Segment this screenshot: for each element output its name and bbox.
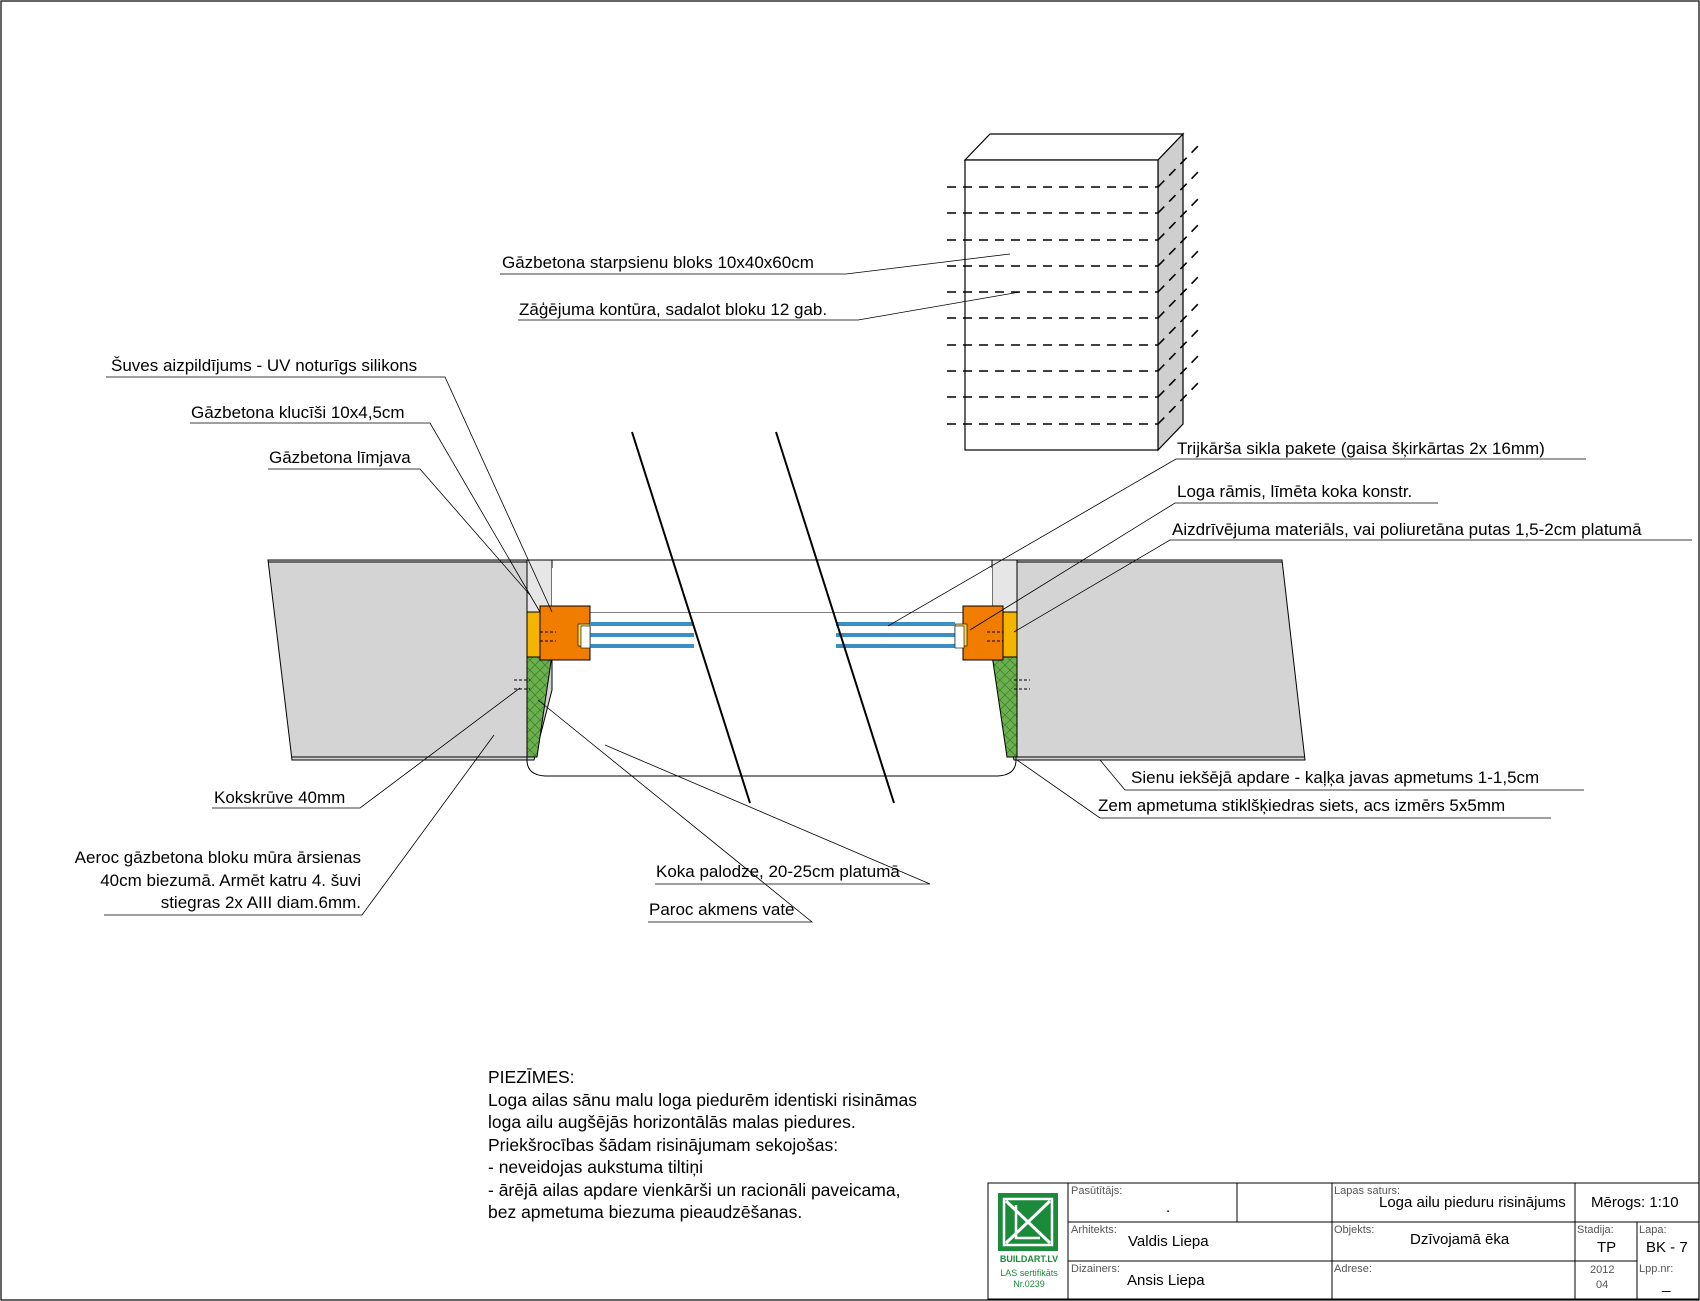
blocklet-left <box>526 611 541 658</box>
triple-glass-left <box>580 622 694 649</box>
callout-triple-glass: Trijkārša sikla pakete (gaisa šķirkārtas… <box>1177 439 1545 458</box>
callout-block: Gāzbetona starpsienu bloks 10x40x60cm <box>502 253 814 272</box>
right-reveal-plaster <box>991 559 1018 613</box>
callout-joint-fill: Šuves aizpildījums - UV noturīgs silikon… <box>111 356 418 375</box>
stage-value: TP <box>1597 1239 1617 1256</box>
triple-glass-right <box>836 622 965 649</box>
architect-value: Valdis Liepa <box>1128 1233 1209 1250</box>
object-caption: Objekts: <box>1334 1224 1375 1236</box>
notes-line: Priekšrocības šādam risinājumam sekojoša… <box>488 1134 839 1155</box>
pages-value: _ <box>1662 1276 1671 1293</box>
notes-line: - neveidojas aukstuma tiltiņi <box>488 1157 703 1177</box>
callout-window-frame: Loga rāmis, līmēta koka konstr. <box>1177 482 1413 501</box>
callout-adhesive: Gāzbetona līmjava <box>269 448 411 467</box>
callout-mesh: Zem apmetuma stiklšķiedras siets, acs iz… <box>1098 796 1506 815</box>
client-caption: Pasūtītājs: <box>1071 1185 1123 1197</box>
sheet-caption: Lapa: <box>1639 1224 1667 1236</box>
designer-caption: Dizainers: <box>1071 1263 1120 1275</box>
scale-label: Mērogs: 1:10 <box>1591 1194 1679 1211</box>
blocklet-right <box>1002 611 1018 658</box>
leader-lines <box>104 253 1692 923</box>
stage-caption: Stadija: <box>1577 1224 1614 1236</box>
logo-name: BUILDART.LV <box>999 1254 1059 1264</box>
left-wall <box>267 559 553 761</box>
architect-caption: Arhitekts: <box>1071 1224 1117 1236</box>
callout-blocklets: Gāzbetona klucīši 10x4,5cm <box>191 403 405 422</box>
screws <box>514 631 1030 690</box>
notes-line: - ārējā ailas apdare vienkārši un racion… <box>488 1179 901 1200</box>
notes-block: PIEZĪMES: Loga ailas sānu malu loga pied… <box>488 1066 917 1224</box>
notes-heading: PIEZĪMES: <box>488 1067 575 1087</box>
sheet-value: BK - 7 <box>1646 1239 1688 1256</box>
callout-windowsill: Koka palodze, 20-25cm platumā <box>656 862 900 881</box>
address-caption: Adrese: <box>1334 1263 1372 1275</box>
month-value: 04 <box>1596 1279 1609 1291</box>
certificate-label: LAS sertifikāts Nr.0239 <box>990 1268 1068 1290</box>
callout-sealing: Aizdrīvējuma materiāls, vai poliuretāna … <box>1172 520 1642 539</box>
window-frame-left <box>539 605 591 661</box>
window-frame-right <box>962 605 1004 661</box>
notes-line: loga ailu augšējās horizontālās malas pi… <box>488 1112 856 1132</box>
callout-cut-contour: Zāģējuma kontūra, sadalot bloku 12 gab. <box>519 300 828 319</box>
object-value: Dzīvojamā ēka <box>1410 1231 1510 1248</box>
buildart-logo-icon <box>998 1193 1058 1251</box>
right-wall <box>991 559 1306 761</box>
aerated-block-3d <box>947 132 1203 452</box>
year-value: 2012 <box>1590 1264 1615 1276</box>
title-block <box>987 1182 1700 1300</box>
callout-wall-line1: Aeroc gāzbetona bloku mūra ārsienas <box>74 848 361 867</box>
client-value: . <box>1166 1199 1171 1216</box>
certificate-number: Nr.0239 <box>1013 1279 1045 1289</box>
content-caption: Lapas saturs: <box>1334 1185 1401 1197</box>
wool-right <box>991 654 1018 758</box>
cut-lines <box>947 141 1203 425</box>
content-value: Loga ailu pieduru risinājums <box>1379 1194 1566 1211</box>
callout-interior-finish: Sienu iekšējā apdare - kaļķa javas apmet… <box>1131 768 1540 787</box>
callout-wood-screw: Kokskrūve 40mm <box>214 788 346 807</box>
notes-line: Loga ailas sānu malu loga piedurēm ident… <box>488 1089 917 1110</box>
callout-wall-line3: stiegras 2x AIII diam.6mm. <box>160 893 361 912</box>
callout-wall-line2: 40cm biezumā. Armēt katru 4. šuvi <box>100 871 361 890</box>
designer-value: Ansis Liepa <box>1127 1272 1205 1289</box>
pages-caption: Lpp.nr: <box>1639 1263 1674 1275</box>
break-lines <box>631 431 895 804</box>
notes-line: bez apmetuma biezuma pieaudzēšanas. <box>488 1202 803 1222</box>
callout-wool: Paroc akmens vate <box>649 900 795 919</box>
certificate-line: LAS sertifikāts <box>1000 1268 1058 1278</box>
